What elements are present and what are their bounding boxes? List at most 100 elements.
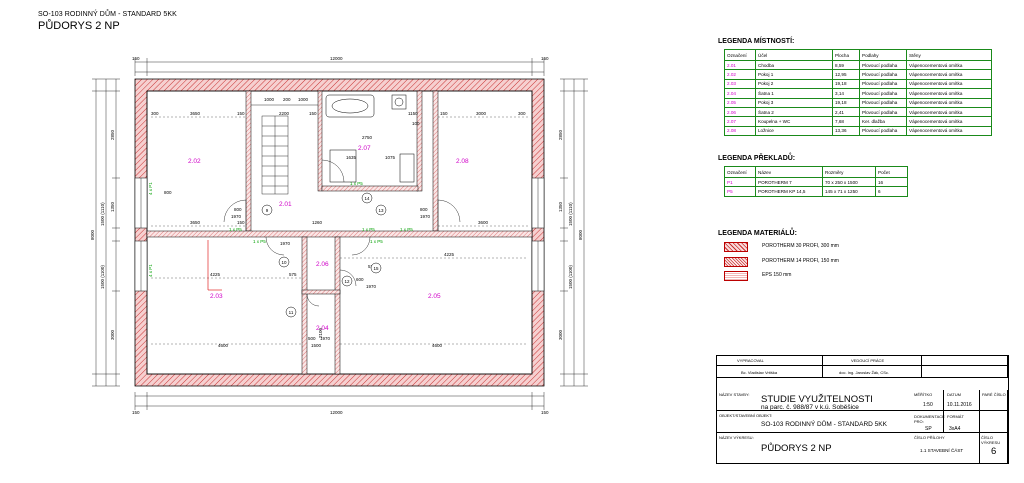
col-header: Plocha <box>832 49 860 61</box>
col-header: Účel <box>755 49 833 61</box>
marker-label: 14 <box>364 196 370 201</box>
legend-materials-title: LEGENDA MATERIÁLŮ: <box>718 230 797 237</box>
material-swatch <box>724 271 748 281</box>
object: SO-103 RODINNÝ DŮM - STANDARD 5KK <box>761 421 887 428</box>
room-label-203: 2.03 <box>210 293 223 300</box>
dim-text: 1260 <box>312 220 323 225</box>
supervisor-label: VEDOUCÍ PRÁCE <box>851 358 885 363</box>
col-header: Stěny <box>906 49 992 61</box>
dim-text: 1350 <box>558 201 563 212</box>
marker-label: 13 <box>378 208 384 213</box>
marker-label: 9 <box>266 208 269 213</box>
dim-text: 800 <box>234 207 242 212</box>
material-swatch <box>724 257 748 267</box>
room-label-201: 2.01 <box>279 201 292 208</box>
dim-text: 1635 <box>346 155 357 160</box>
part-label: PARÉ ČÍSLO <box>982 392 1006 397</box>
format: 3xA4 <box>949 426 961 432</box>
prepared-by: Bc. Vladislav Vrtiška <box>741 370 778 375</box>
lintel-tag: 1 x P5 <box>350 181 363 186</box>
floor-plan: 2.02 2.01 2.07 2.06 2.03 2.05 2.08 2.04 … <box>90 56 588 415</box>
scale-label: MĚŘÍTKO <box>914 392 933 397</box>
project-header: SO-103 RODINNÝ DŮM - STANDARD 5KK <box>38 11 177 18</box>
dim-text: 2200 <box>279 111 290 116</box>
dim-text: 1970 <box>366 284 377 289</box>
dim-text: 12000 <box>330 56 343 61</box>
room-label-208: 2.08 <box>456 158 469 165</box>
dim-text: 3650 <box>190 220 201 225</box>
lintel-tag: 1 x P5 <box>229 227 242 232</box>
dim-text: 3000 <box>110 329 115 340</box>
drawing-name: PŮDORYS 2 NP <box>761 443 832 454</box>
dim-text: 1500 <box>311 343 322 348</box>
dim-text: 150 <box>132 410 140 415</box>
format-label: FORMÁT <box>947 414 964 419</box>
dim-text: 200 <box>283 97 291 102</box>
dim-text: 300 <box>518 111 526 116</box>
room-label-202: 2.02 <box>188 158 201 165</box>
dim-text: 3600 <box>478 220 489 225</box>
parcel: na parc. č. 988/87 v k.ú. Soběšice <box>761 404 859 411</box>
room-label-207: 2.07 <box>358 145 371 152</box>
dim-text: 2100 <box>318 327 323 338</box>
dim-text: 1500 (1100) <box>100 265 105 289</box>
col-header: Počet <box>875 166 908 178</box>
drawing-no: 6 <box>991 446 997 457</box>
col-header: Podlahy <box>859 49 907 61</box>
dim-text: 4600 <box>432 343 443 348</box>
dim-text: 1970 <box>420 214 431 219</box>
lintel-tag: 1 x P5 <box>370 239 383 244</box>
dim-text: 3000 <box>476 111 487 116</box>
dim-text: 150 <box>237 111 245 116</box>
lintel-tag: 4 x P1 <box>148 264 153 277</box>
object-label: OBJEKT/STAVEBNÍ OBJEKT: <box>719 413 773 418</box>
col-header: Rozměry <box>822 166 876 178</box>
dim-text: 600 <box>356 277 364 282</box>
dim-text: 800 <box>164 190 172 195</box>
building-label: NÁZEV STAVBY: <box>719 392 750 397</box>
section-label: ČÍSLO PŘÍLOHY <box>914 435 945 440</box>
dim-text: 4225 <box>210 272 221 277</box>
dim-text: 2750 <box>362 135 373 140</box>
doc-label: DOKUMENTACE PRO: <box>914 414 945 424</box>
lintel-tag: 1 x P5 <box>362 227 375 232</box>
dim-text: 4600 <box>218 343 229 348</box>
lintel-tag: 4 x P1 <box>148 182 153 195</box>
section: 1.1 STAVEBNÍ ČÁST <box>920 448 964 453</box>
dim-text: 3650 <box>190 111 201 116</box>
sheet-title: PŮDORYS 2 NP <box>38 20 120 32</box>
dim-text: 300 <box>151 111 159 116</box>
dim-text: 2850 <box>558 129 563 140</box>
dim-text: 150 <box>440 111 448 116</box>
supervisor: doc. Ing. Jaroslav Žák, CSc. <box>839 370 890 375</box>
legend-rooms-title: LEGENDA MÍSTNOSTÍ: <box>718 38 795 45</box>
dim-text: 1970 <box>231 214 242 219</box>
marker-label: 11 <box>289 310 294 315</box>
marker-label: 10 <box>281 260 287 265</box>
dim-text: 2850 <box>110 129 115 140</box>
lintel-tag: 1 x P5 <box>400 227 413 232</box>
dim-text: 1350 <box>110 201 115 212</box>
drawing-label: NÁZEV VÝKRESU: <box>719 435 754 440</box>
dim-text: 100 <box>412 121 420 126</box>
room-label-206: 2.06 <box>316 261 329 268</box>
dim-text: 575 <box>289 272 297 277</box>
material-label: POROTHERM 14 PROFI, 150 mm <box>762 258 839 264</box>
legend-lintels-title: LEGENDA PŘEKLADŮ: <box>718 155 796 162</box>
dim-text: 1150 <box>408 111 418 116</box>
dim-text: 500 <box>308 336 316 341</box>
dim-text: 1970 <box>280 241 291 246</box>
col-header: Název <box>755 166 823 178</box>
dim-text: 800 <box>420 207 428 212</box>
date-label: DATUM <box>947 392 961 397</box>
dim-text: 1500 (1100) <box>568 265 573 289</box>
marker-label: 15 <box>373 266 379 271</box>
